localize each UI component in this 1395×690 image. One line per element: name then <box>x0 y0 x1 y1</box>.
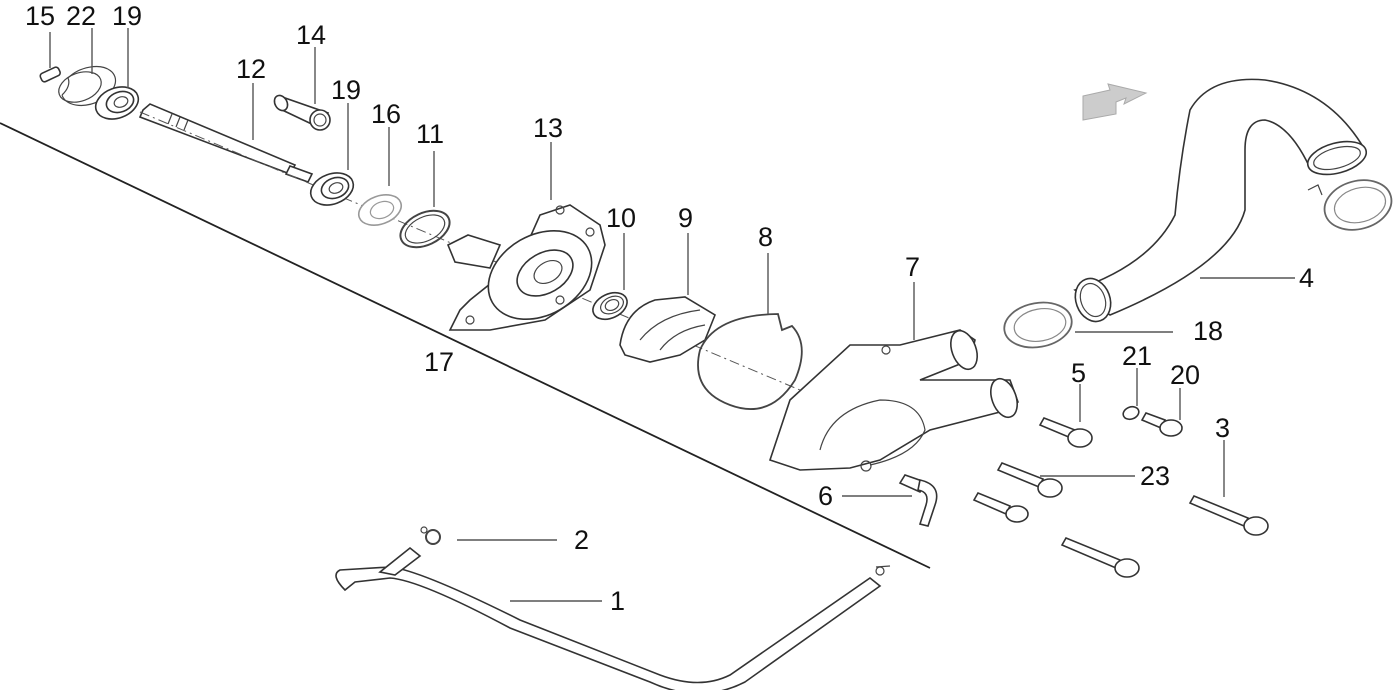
pin-part <box>39 66 61 83</box>
washer-21-part <box>1122 405 1140 421</box>
callout-6[interactable]: 6 <box>818 481 833 511</box>
mechanical-seal-part <box>592 291 628 321</box>
callout-21[interactable]: 21 <box>1122 341 1152 371</box>
callout-20[interactable]: 20 <box>1170 360 1200 390</box>
callout-19[interactable]: 19 <box>331 75 361 105</box>
drain-bolt-20-part <box>1140 412 1183 437</box>
water-hose-part <box>1073 78 1368 323</box>
callout-19[interactable]: 19 <box>112 1 142 31</box>
circlip-part <box>58 66 117 107</box>
collar-part <box>273 94 331 131</box>
bolt-23a-part <box>996 462 1063 498</box>
assembly-boundary-line <box>0 122 931 569</box>
bypass-fitting-part <box>898 474 938 527</box>
callout-23[interactable]: 23 <box>1140 461 1170 491</box>
callout-8[interactable]: 8 <box>758 222 773 252</box>
callout-1[interactable]: 1 <box>610 586 625 616</box>
bolt-23b-part <box>972 491 1029 523</box>
front-direction-arrow <box>1082 83 1148 121</box>
callout-9[interactable]: 9 <box>678 203 693 233</box>
callout-2[interactable]: 2 <box>574 525 589 555</box>
callout-22[interactable]: 22 <box>66 1 96 31</box>
pump-body-part <box>446 204 606 331</box>
o-ring-part <box>399 209 451 249</box>
bearing-part <box>94 86 140 120</box>
bearing-part <box>309 172 355 206</box>
bolt-5-part <box>1038 417 1093 448</box>
callout-16[interactable]: 16 <box>371 99 401 129</box>
bypass-hose-part <box>335 546 882 690</box>
callout-14[interactable]: 14 <box>296 20 326 50</box>
pump-cover-part <box>768 329 1019 472</box>
callout-15[interactable]: 15 <box>25 1 55 31</box>
oil-seal-part <box>357 194 403 226</box>
hose-clip-part <box>420 526 891 576</box>
callout-11[interactable]: 11 <box>416 119 444 149</box>
callout-18[interactable]: 18 <box>1193 316 1223 346</box>
callout-4[interactable]: 4 <box>1299 263 1314 293</box>
impeller-part <box>619 296 716 363</box>
pump-shaft-part <box>138 103 314 183</box>
bolt-3-part <box>1188 494 1269 536</box>
callout-3[interactable]: 3 <box>1215 413 1230 443</box>
hose-clamp-part <box>1307 179 1393 231</box>
hose-clamp-part <box>1003 301 1073 349</box>
callout-17[interactable]: 17 <box>424 347 454 377</box>
callout-7[interactable]: 7 <box>905 252 920 282</box>
leader-lines <box>49 28 1295 602</box>
callout-5[interactable]: 5 <box>1071 358 1086 388</box>
callout-12[interactable]: 12 <box>236 54 266 84</box>
callout-13[interactable]: 13 <box>533 113 563 143</box>
gasket-part <box>697 313 803 410</box>
callout-10[interactable]: 10 <box>606 203 636 233</box>
bolt-23c-part <box>1060 536 1140 578</box>
